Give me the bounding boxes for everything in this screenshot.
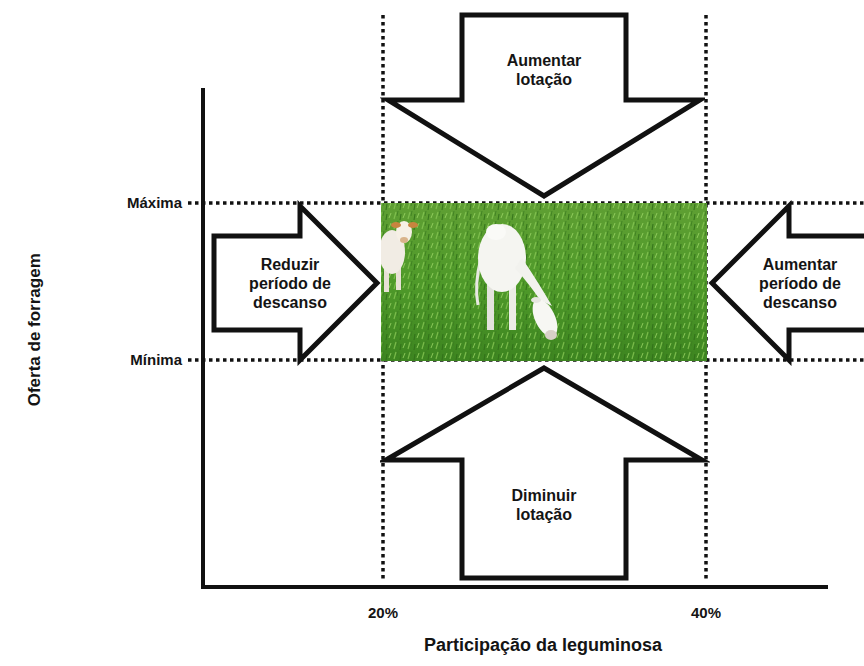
axis-title: Participação da leguminosa xyxy=(424,635,662,656)
label-holder: Oferta de forragem xyxy=(25,253,45,406)
right-arrow: Reduzir período de descanso xyxy=(208,200,384,366)
arrow-label: Aumentar lotação xyxy=(484,51,604,89)
arrow-outline xyxy=(214,206,377,360)
arrow-outline xyxy=(388,15,700,196)
arrow-label: Reduzir período de descanso xyxy=(235,255,345,312)
label-holder: Máxima xyxy=(127,194,182,211)
x-axis xyxy=(201,585,828,589)
cow xyxy=(477,224,563,340)
arrow-label: Aumentar período de descanso xyxy=(745,255,855,312)
label-holder: 20% xyxy=(368,604,398,621)
arrow-outline xyxy=(386,368,702,578)
up-arrow: Diminuir lotação xyxy=(380,362,710,584)
axis-tick: 40% xyxy=(691,604,721,621)
label-holder: Participação da leguminosa xyxy=(424,635,662,656)
left-arrow: Aumentar período de descanso xyxy=(705,200,864,366)
axis-tick: 20% xyxy=(368,604,398,621)
calf xyxy=(381,221,418,292)
grass-texture xyxy=(381,203,707,361)
grass xyxy=(381,203,707,361)
arrow-label: Diminuir lotação xyxy=(484,486,604,524)
arrow-shape xyxy=(380,362,710,584)
arrow-shape xyxy=(380,10,705,202)
down-arrow: Aumentar lotação xyxy=(380,10,705,202)
pasture-photo xyxy=(381,203,707,361)
axis-level: Máxima xyxy=(127,194,182,211)
y-axis xyxy=(201,88,205,589)
axis-title: Oferta de forragem xyxy=(25,253,45,406)
arrow-outline xyxy=(712,206,864,360)
axis-level: Mínima xyxy=(130,351,182,368)
label-holder: Mínima xyxy=(130,351,182,368)
label-holder: 40% xyxy=(691,604,721,621)
